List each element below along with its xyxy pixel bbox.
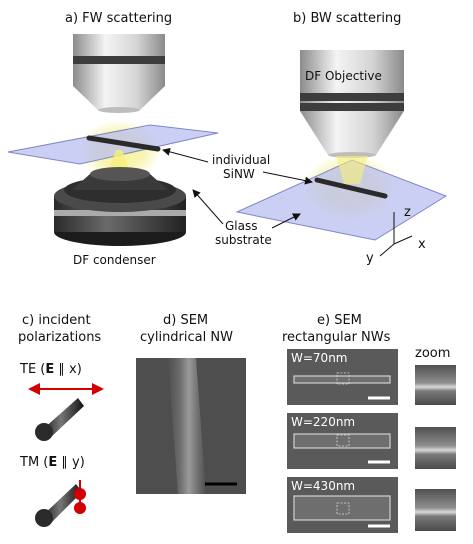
width-label-2: W=220nm xyxy=(291,415,355,429)
te-cone-beam-icon xyxy=(35,398,84,441)
panel-b-title: b) BW scattering xyxy=(293,11,401,26)
sem-cylindrical-image xyxy=(136,358,246,494)
te-label: TE (E ∥ x) xyxy=(19,362,82,377)
axis-x-label: x xyxy=(418,237,426,252)
axis-y-label: y xyxy=(366,251,374,266)
panel-d-title-line1: d) SEM xyxy=(163,313,208,328)
panel-e-title-line1: e) SEM xyxy=(317,313,362,328)
panel-a-condenser-label: DF condenser xyxy=(73,253,156,267)
callout-substrate-line1: Glass xyxy=(225,219,258,233)
panel-a-title: a) FW scattering xyxy=(65,11,172,26)
callout-arrow-nw-a xyxy=(163,150,208,162)
panel-b-objective xyxy=(300,50,404,158)
axis-z-label: z xyxy=(404,205,411,220)
tm-label: TM (E ∥ y) xyxy=(19,455,85,470)
te-double-arrow-icon xyxy=(28,383,104,395)
callout-substrate-line2: substrate xyxy=(215,233,272,247)
panel-a-objective xyxy=(73,34,165,113)
callout-arrow-glass-a xyxy=(193,190,223,224)
panel-c-title-line1: c) incident xyxy=(22,313,91,328)
panel-c-title-line2: polarizations xyxy=(18,330,101,345)
callout-nanowire-line2: SiNW xyxy=(223,167,255,181)
width-label-1: W=70nm xyxy=(291,351,347,365)
zoom-label: zoom xyxy=(415,346,450,361)
panel-b-objective-label: DF Objective xyxy=(305,69,382,83)
panel-a-condenser xyxy=(54,167,186,246)
width-label-3: W=430nm xyxy=(291,479,355,493)
panel-e-title-line2: rectangular NWs xyxy=(282,330,391,345)
callout-nanowire-line1: individual xyxy=(212,153,270,167)
panel-d-title-line2: cylindrical NW xyxy=(140,330,233,345)
